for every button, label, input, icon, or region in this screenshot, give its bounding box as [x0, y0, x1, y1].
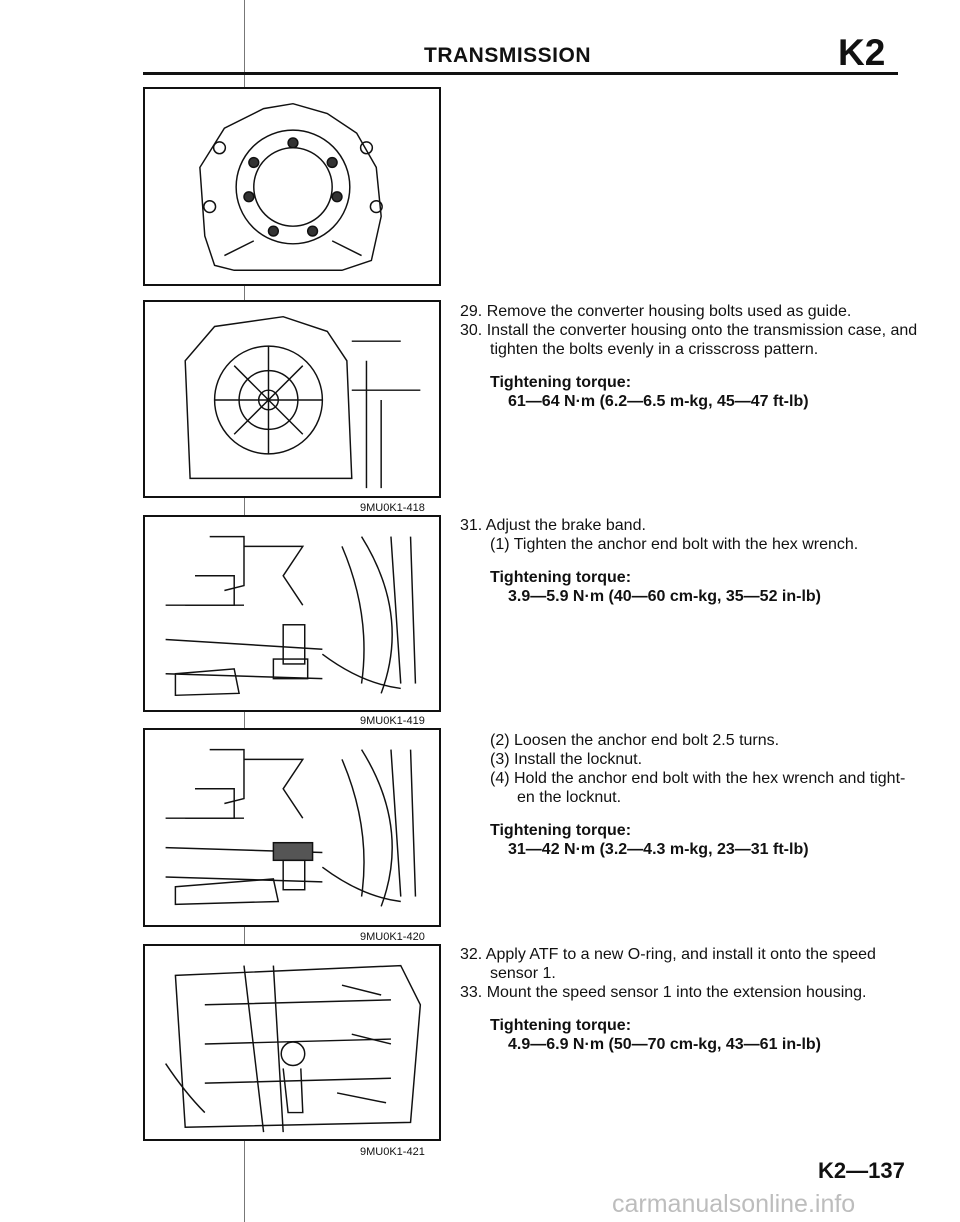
steps-29-30: 29. Remove the converter housing bolts u…	[460, 302, 930, 411]
torque-value: 61—64 N·m (6.2—6.5 m-kg, 45—47 ft-lb)	[508, 393, 809, 410]
figure-locknut	[143, 728, 441, 927]
step-31-title: 31. Adjust the brake band.	[460, 517, 646, 534]
figure-converter-housing	[143, 87, 441, 286]
step-31-3: (3) Install the locknut.	[490, 751, 643, 768]
page-title: TRANSMISSION	[424, 44, 592, 67]
step-31-continued: (2) Loosen the anchor end bolt 2.5 turns…	[460, 731, 930, 859]
torque-label: Tightening torque:	[490, 822, 632, 839]
torque-label: Tightening torque:	[490, 1017, 632, 1034]
locknut-illustration	[165, 748, 417, 907]
step-31-4: (4) Hold the anchor end bolt with the he…	[490, 770, 906, 787]
figure-caption: 9MU0K1-421	[360, 1146, 425, 1158]
header-rule	[143, 72, 898, 75]
anchor-bolt-tighten-illustration	[165, 535, 417, 697]
step-31-2: (2) Loosen the anchor end bolt 2.5 turns…	[490, 732, 780, 749]
step-33: 33. Mount the speed sensor 1 into the ex…	[460, 984, 867, 1001]
step-31-1: (1) Tighten the anchor end bolt with the…	[490, 536, 859, 553]
figure-caption: 9MU0K1-420	[360, 931, 425, 943]
step-30: 30. Install the converter housing onto t…	[460, 322, 918, 339]
section-code: K2	[838, 32, 886, 73]
step-29: 29. Remove the converter housing bolts u…	[460, 303, 852, 320]
steps-32-33: 32. Apply ATF to a new O-ring, and insta…	[460, 945, 930, 1054]
step-31-4-cont: en the locknut.	[517, 789, 622, 806]
converter-housing-illustration	[199, 102, 383, 272]
step-32-cont: sensor 1.	[490, 965, 556, 982]
speed-sensor-illustration	[165, 964, 422, 1133]
page-number: K2—137	[818, 1158, 905, 1183]
figure-caption: 9MU0K1-418	[360, 502, 425, 514]
torque-value: 31—42 N·m (3.2—4.3 m-kg, 23—31 ft-lb)	[508, 841, 809, 858]
figure-anchor-bolt-tighten	[143, 515, 441, 712]
figure-caption: 9MU0K1-419	[360, 715, 425, 727]
figure-housing-installed	[143, 300, 441, 498]
step-31: 31. Adjust the brake band. (1) Tighten t…	[460, 516, 930, 606]
housing-installed-illustration	[184, 315, 421, 489]
figure-speed-sensor	[143, 944, 441, 1141]
step-32: 32. Apply ATF to a new O-ring, and insta…	[460, 946, 876, 963]
torque-label: Tightening torque:	[490, 569, 632, 586]
torque-value: 3.9—5.9 N·m (40—60 cm-kg, 35—52 in-lb)	[508, 588, 821, 605]
torque-label: Tightening torque:	[490, 374, 632, 391]
step-30-cont: tighten the bolts evenly in a crisscross…	[490, 341, 819, 358]
footer-watermark: carmanualsonline.info	[612, 1190, 856, 1218]
torque-value: 4.9—6.9 N·m (50—70 cm-kg, 43—61 in-lb)	[508, 1036, 821, 1053]
